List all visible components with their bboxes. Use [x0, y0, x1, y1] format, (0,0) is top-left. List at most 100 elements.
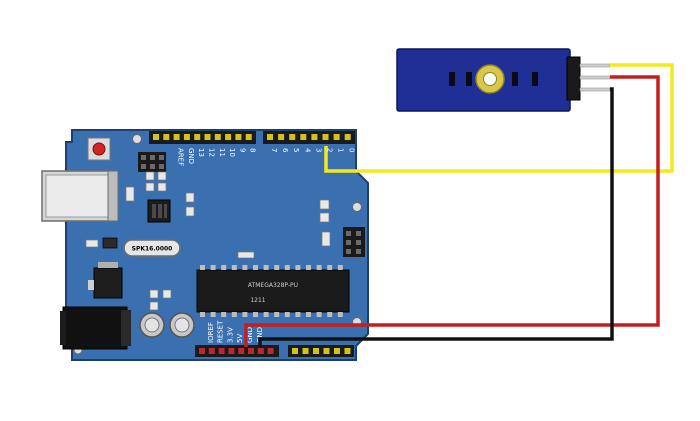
header-pin [204, 134, 211, 140]
header-pin [225, 134, 232, 140]
analog-header-pins [292, 348, 351, 354]
digital-pin-label: 6 [281, 148, 289, 153]
chip-date-code: 1211 [250, 297, 265, 304]
header-pin [173, 134, 180, 140]
smd-part [185, 192, 195, 203]
smd-part [157, 171, 167, 181]
digital-pin-label: 5 [292, 148, 300, 152]
mount-hole [352, 202, 362, 212]
header-pin [333, 134, 340, 140]
power-pin [257, 348, 264, 354]
power-header-pins [199, 348, 274, 354]
chip-leg [253, 312, 258, 317]
smd-part [149, 289, 159, 299]
chip-leg [231, 265, 237, 270]
mount-hole [132, 134, 142, 144]
analog-pin [344, 348, 351, 354]
icsp-header-top [138, 152, 166, 172]
header-pin [153, 134, 159, 140]
smd-part [149, 301, 159, 311]
smd-part [157, 182, 167, 192]
digital-pin-label: 9 [238, 148, 246, 152]
power-pin [208, 348, 215, 354]
digital-pin-label: 7 [270, 148, 278, 152]
chip-leg [274, 265, 280, 270]
header-pin [322, 134, 329, 140]
sensor-module [396, 48, 611, 112]
header-pin [235, 134, 242, 140]
usb-chip [147, 199, 171, 223]
header-pin [267, 134, 273, 140]
voltage-regulator [88, 262, 123, 299]
chip-leg [327, 265, 333, 270]
power-pin [248, 348, 254, 354]
icsp-header-right [343, 227, 365, 257]
smd-part [162, 289, 172, 299]
analog-pin [292, 348, 298, 354]
power-pin-label: 5V [236, 334, 244, 343]
wires [244, 63, 674, 347]
smd-part [185, 206, 195, 217]
analog-header [288, 345, 354, 357]
smd-part [319, 199, 330, 210]
crystal: SPK16.0000 [123, 239, 181, 257]
power-pin-label: 3.3V [226, 327, 234, 343]
module-led-left-2 [466, 72, 472, 86]
header-pin [344, 134, 351, 140]
header-pin [183, 134, 190, 140]
smd-part [319, 212, 330, 223]
power-pin [267, 348, 274, 354]
power-pin [218, 348, 225, 354]
chip-leg [274, 312, 280, 317]
chip-leg [284, 312, 290, 317]
chip-leg [221, 265, 227, 270]
chip-leg [200, 265, 205, 270]
digital-pin-label: 13 [197, 148, 205, 157]
digital-pin-label: 8 [249, 148, 257, 152]
chip-leg [306, 312, 311, 317]
crystal-label: SPK16.0000 [132, 246, 173, 253]
analog-pin [334, 348, 340, 354]
power-pin-label: RESET [217, 320, 225, 343]
digital-pin-label: GND [187, 148, 195, 164]
wire-gnd [258, 87, 614, 347]
wire-vcc [244, 75, 660, 347]
header-pin [311, 134, 318, 140]
chip-leg [200, 312, 205, 317]
chip-leg [284, 265, 290, 270]
chip-leg [263, 312, 269, 317]
chip-leg [242, 312, 248, 317]
digital-pin-label: 4 [303, 148, 311, 153]
chip-leg [242, 265, 248, 270]
chip-leg [210, 265, 216, 270]
power-pin [238, 348, 245, 354]
chip-leg [337, 312, 343, 317]
smd-part [125, 186, 135, 202]
smd-part [321, 231, 331, 247]
analog-pin [302, 348, 309, 354]
chip-label: ATMEGA328P-PU [248, 282, 298, 289]
digital-pin-label: 3 [314, 148, 322, 152]
header-pin [245, 134, 252, 140]
smd-part [145, 171, 155, 181]
chip-leg [221, 312, 227, 317]
module-led-left [449, 72, 455, 86]
module-led-right [512, 72, 518, 86]
capacitor [169, 312, 195, 338]
chip-leg [306, 265, 311, 270]
reset-button-icon [87, 137, 111, 161]
power-pin-label: GND [256, 327, 264, 343]
wire-signal [324, 63, 674, 173]
power-pin [228, 348, 235, 354]
smd-part [237, 251, 255, 259]
chip-leg [231, 312, 237, 317]
analog-pin [323, 348, 330, 354]
chip-leg [295, 312, 301, 317]
header-pin [278, 134, 285, 140]
